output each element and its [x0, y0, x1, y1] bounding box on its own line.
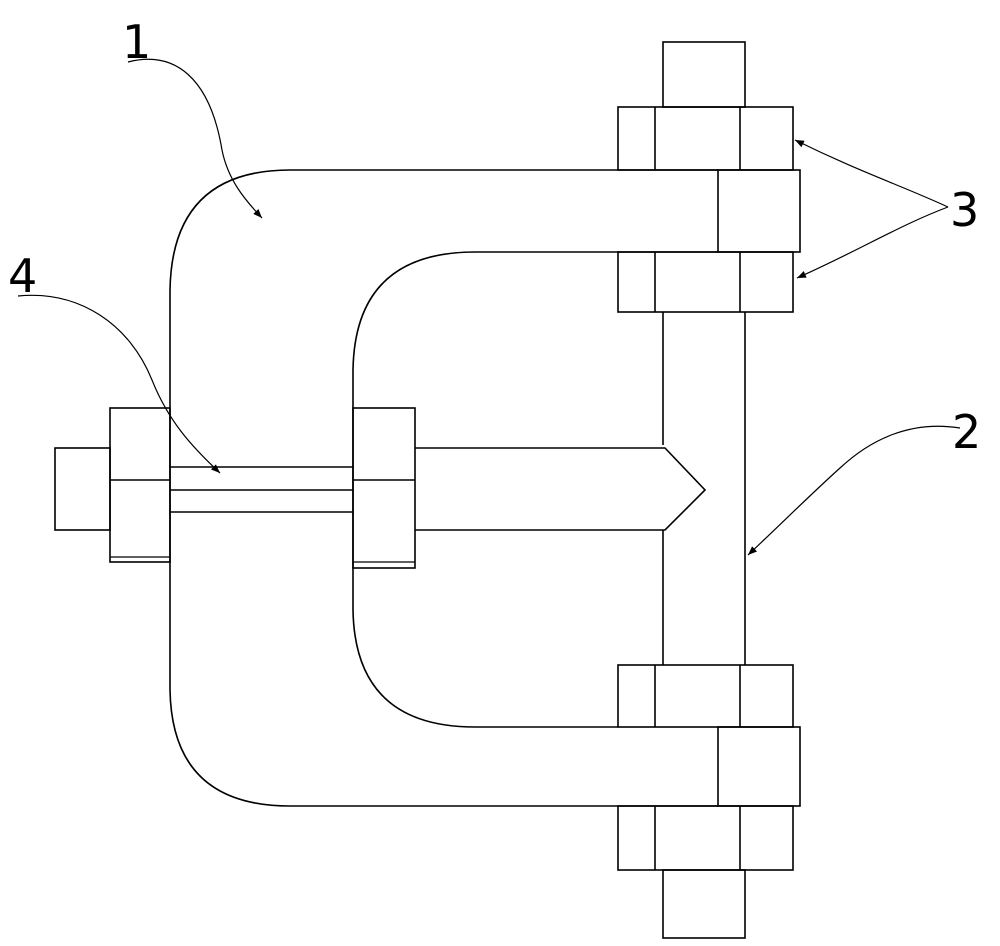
horizontal-bolt — [54, 407, 707, 569]
leader-1 — [127, 58, 263, 219]
nut-top-upper — [617, 106, 794, 171]
nut-bottom-lower — [617, 805, 794, 871]
label-3: 3 — [950, 183, 979, 237]
leader-3a — [794, 139, 949, 208]
label-4: 4 — [8, 249, 37, 303]
leader-3b — [796, 206, 949, 279]
leader-2 — [747, 425, 961, 556]
label-1: 1 — [122, 15, 151, 69]
u-clamp-body — [169, 169, 718, 807]
leader-lines — [17, 58, 961, 556]
leader-4 — [17, 294, 221, 474]
nut-bottom-upper — [617, 664, 794, 728]
nut-top-middle — [717, 169, 801, 253]
nut-top-lower — [617, 251, 794, 313]
label-2: 2 — [952, 405, 981, 459]
nut-bottom-middle — [717, 726, 801, 807]
